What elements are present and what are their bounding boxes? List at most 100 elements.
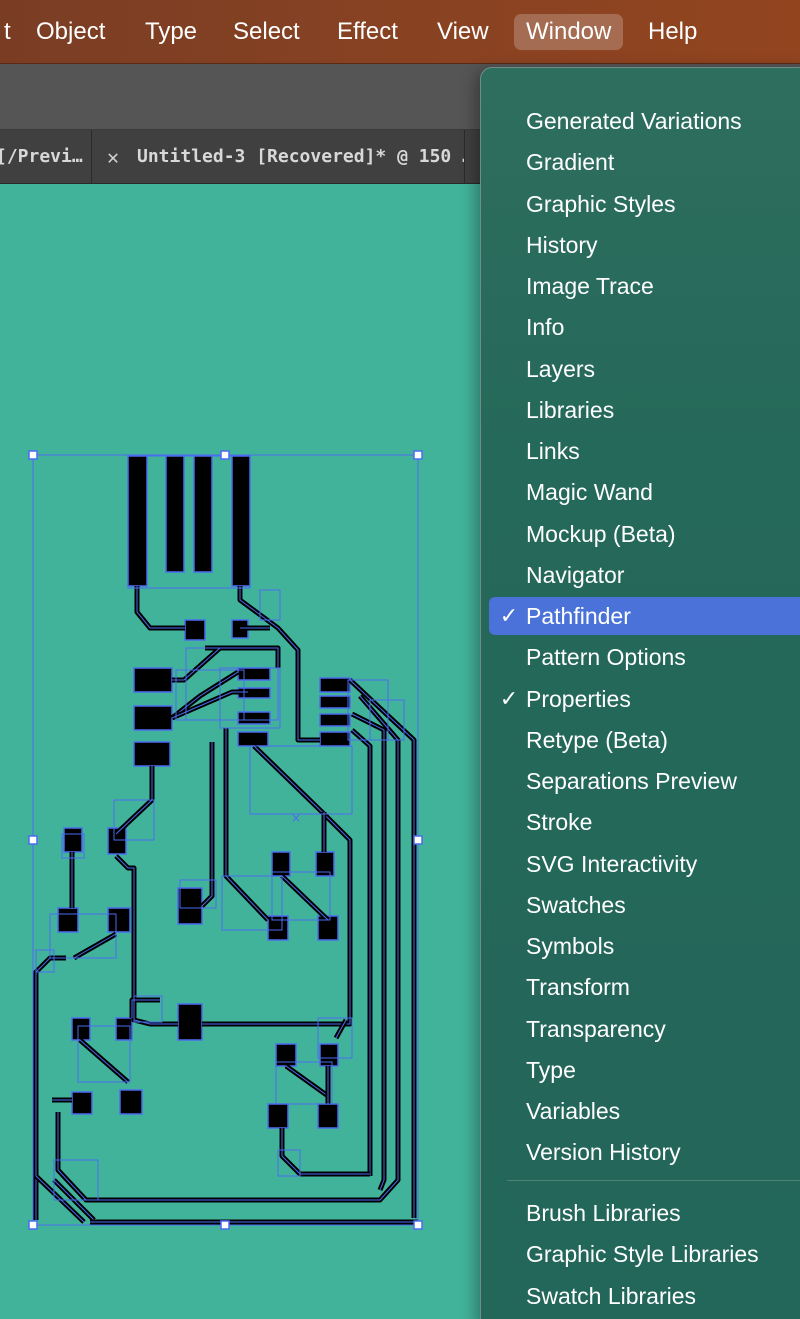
menu-item-variables[interactable]: Variables [489, 1092, 800, 1130]
path-bounding-box [133, 995, 163, 1023]
menu-item-separations-preview[interactable]: Separations Preview [489, 762, 800, 800]
menu-item-links[interactable]: Links [489, 432, 800, 470]
path-bounding-box [185, 647, 279, 721]
circuit-trace [279, 1128, 370, 1177]
close-icon[interactable]: ✕ [107, 145, 120, 169]
selection-handle-icon [220, 1220, 230, 1230]
menu-item-transparency[interactable]: Transparency [489, 1010, 800, 1048]
menu-item-label: Graphic Style Libraries [526, 1241, 759, 1268]
menu-item-image-trace[interactable]: Image Trace [489, 267, 800, 305]
menu-item-libraries[interactable]: Libraries [489, 391, 800, 429]
selection-handle-icon [413, 1220, 423, 1230]
path-bounding-box [49, 913, 117, 959]
circuit-pad [231, 455, 251, 587]
path-bounding-box [113, 799, 155, 841]
menu-help[interactable]: Help [648, 18, 698, 45]
menu-item-magic-wand[interactable]: Magic Wand [489, 473, 800, 511]
circuit-trace [200, 742, 215, 908]
circuit-pad [57, 907, 79, 933]
path-bounding-box [179, 879, 217, 909]
menu-select[interactable]: Select [233, 18, 300, 45]
menu-item-label: Pattern Options [526, 644, 686, 671]
menu-item-stroke[interactable]: Stroke [489, 803, 800, 841]
trace-path-outline [285, 1065, 329, 1097]
trace-path-outline [281, 1128, 370, 1175]
tab-previous-document[interactable]: [/Previ… [0, 130, 92, 184]
menu-item-graphic-style-libraries[interactable]: Graphic Style Libraries [489, 1235, 800, 1273]
menu-item-graphic-styles[interactable]: Graphic Styles [489, 185, 800, 223]
circuit-pad [107, 827, 127, 855]
path-bounding-box [277, 1149, 301, 1177]
menu-item-label: Navigator [526, 561, 625, 588]
circuit-pad [193, 455, 213, 573]
menu-item-type[interactable]: Type [489, 1051, 800, 1089]
circuit-pad [319, 1043, 339, 1067]
menu-item-label: Transform [526, 974, 630, 1001]
selection-handle-icon [28, 835, 38, 845]
menu-item-mockup-beta[interactable]: Mockup (Beta) [489, 515, 800, 553]
checkmark-icon: ✓ [499, 603, 519, 628]
tab-untitled-3[interactable]: ✕ Untitled-3 [Recovered]* @ 150 … [93, 130, 465, 184]
menu-item-label: Properties [526, 685, 631, 712]
menu-window[interactable]: Window [514, 14, 624, 50]
trace-path-outline [202, 745, 351, 1025]
path-bounding-box [35, 949, 55, 973]
menu-item-label: Variables [526, 1098, 621, 1124]
menu-separator [507, 1180, 800, 1181]
trace-path-outline [73, 933, 117, 959]
trace-path-outline [171, 691, 248, 719]
path-bounding-box [369, 699, 405, 741]
menu-item-label: Magic Wand [526, 479, 653, 506]
menu-item-brush-libraries[interactable]: Brush Libraries [489, 1194, 800, 1232]
trace-path-outline [281, 875, 329, 921]
circuit-trace [172, 646, 222, 683]
menu-item-version-history[interactable]: Version History [489, 1133, 800, 1171]
menu-item-label: History [526, 231, 598, 258]
menu-item-label: Image Trace [526, 273, 654, 299]
menu-item-label: Libraries [526, 396, 615, 423]
menu-type[interactable]: Type [145, 18, 198, 45]
path-bounding-box [77, 1025, 131, 1083]
circuit-trace [350, 728, 373, 1176]
path-bounding-box [259, 589, 281, 621]
menu-item-navigator[interactable]: Navigator [489, 556, 800, 594]
menu-item-history[interactable]: History [489, 226, 800, 264]
menu-item-transform[interactable]: Transform [489, 968, 800, 1006]
circuit-pad [184, 619, 206, 641]
path-bounding-box [219, 667, 281, 729]
menu-item-layers[interactable]: Layers [489, 350, 800, 388]
circuit-pad [71, 1091, 93, 1115]
menu-item-pathfinder[interactable]: ✓Pathfinder [489, 597, 800, 635]
trace-path-outline [351, 729, 371, 1176]
path-bounding-box [61, 833, 85, 859]
circuit-pad [267, 915, 289, 941]
menu-item-retype-beta[interactable]: Retype (Beta) [489, 721, 800, 759]
menu-item-svg-interactivity[interactable]: SVG Interactivity [489, 845, 800, 883]
path-bounding-box [317, 1017, 353, 1059]
circuit-artwork[interactable]: × [0, 184, 800, 1319]
selection-handle-icon [413, 835, 423, 845]
menu-item-info[interactable]: Info [489, 308, 800, 346]
circuit-pad [133, 705, 173, 731]
circuit-pad [275, 1043, 297, 1067]
menu-object[interactable]: Object [36, 18, 106, 45]
menu-item-generated-variations[interactable]: Generated Variations [489, 102, 800, 140]
menu-item-gradient[interactable]: Gradient [489, 143, 800, 181]
menu-item-swatch-libraries[interactable]: Swatch Libraries [489, 1277, 800, 1315]
circuit-pad [267, 1103, 289, 1129]
menu-item-swatches[interactable]: Swatches [489, 886, 800, 924]
path-bounding-box [275, 1061, 333, 1105]
menu-effect[interactable]: Effect [337, 18, 398, 45]
menu-view[interactable]: View [437, 18, 489, 45]
circuit-pad [127, 455, 148, 587]
menu-item-label: Separations Preview [526, 768, 737, 794]
menu-item-label: SVG Interactivity [526, 850, 698, 877]
menu-t[interactable]: t [4, 18, 11, 45]
circuit-pad [319, 677, 351, 693]
menu-item-label: Generated Variations [526, 108, 742, 134]
menu-item-pattern-options[interactable]: Pattern Options [489, 638, 800, 676]
menu-item-properties[interactable]: ✓Properties [489, 680, 800, 718]
path-bounding-box [175, 669, 245, 721]
menu-item-symbols[interactable]: Symbols [489, 927, 800, 965]
menu-item-label: Links [526, 438, 580, 464]
